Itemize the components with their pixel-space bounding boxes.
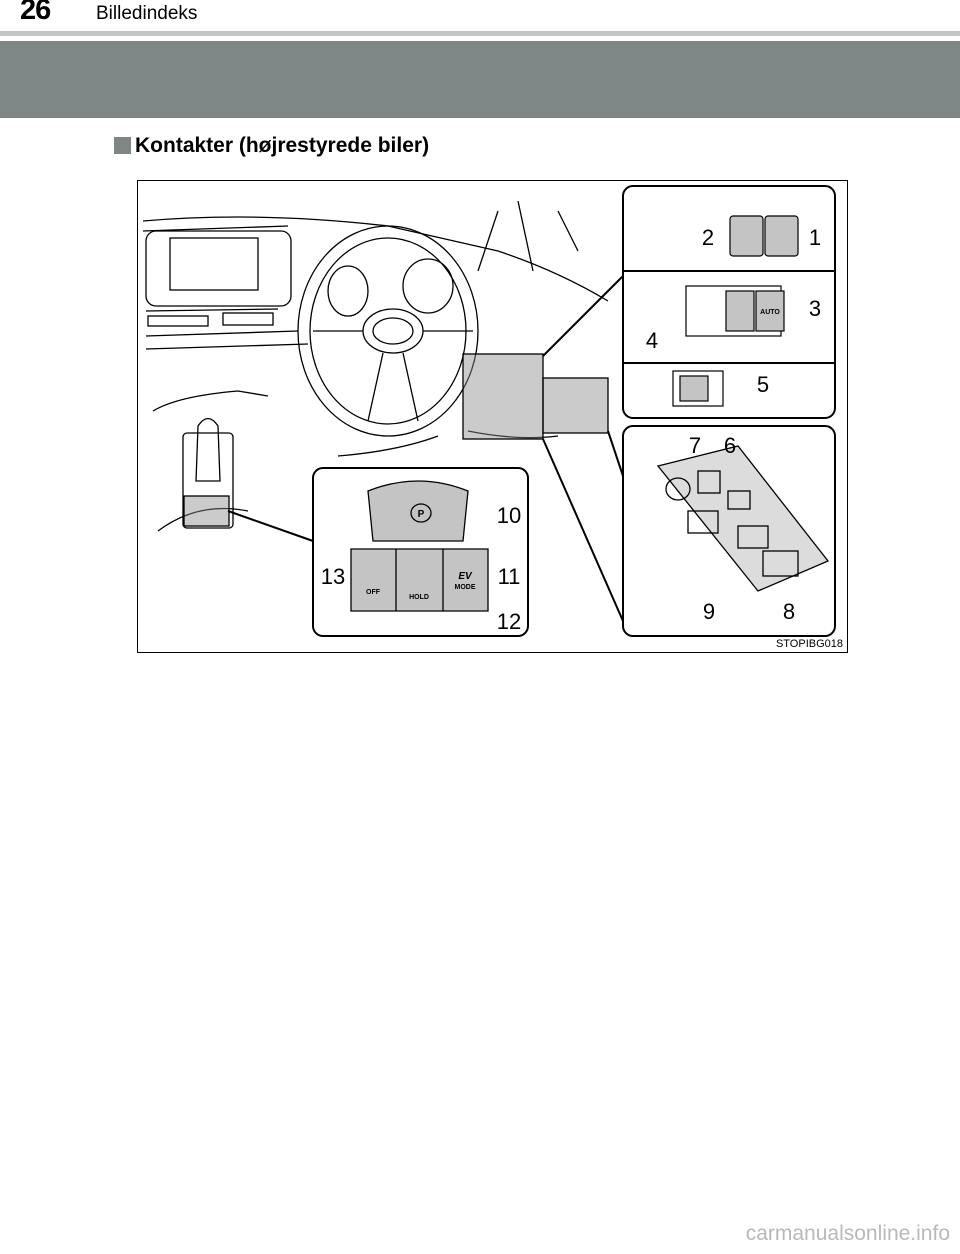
callout-6: 6	[724, 433, 736, 458]
callout-8: 8	[783, 599, 795, 624]
footer-watermark: carmanualsonline.info	[745, 1222, 950, 1245]
parking-brake-p-label: P	[418, 509, 425, 520]
header-rule	[0, 31, 960, 36]
auto-label: AUTO	[760, 309, 780, 316]
header-title: Billedindeks	[96, 3, 198, 24]
callout-13: 13	[321, 564, 345, 589]
callout-7: 7	[689, 433, 701, 458]
callout-11: 11	[498, 564, 521, 589]
header-band	[0, 41, 960, 118]
off-label: OFF	[366, 589, 381, 596]
mode-label: MODE	[455, 584, 476, 591]
section-bullet-icon	[114, 137, 131, 154]
callout-9: 9	[703, 599, 715, 624]
callout-12: 12	[497, 609, 521, 634]
switch-locations-figure: 1 2 3 4 5 6 7 8 9 10 11 12 13 OFF HOLD M…	[137, 180, 848, 653]
ev-label: EV	[458, 571, 473, 582]
callout-10: 10	[497, 503, 521, 528]
page-number: 26	[20, 0, 51, 26]
callout-5: 5	[757, 372, 769, 397]
callout-4: 4	[646, 328, 658, 353]
callout-1: 1	[809, 225, 821, 250]
dashboard-illustration	[142, 185, 836, 637]
callout-2: 2	[702, 225, 714, 250]
callout-layer: 1 2 3 4 5 6 7 8 9 10 11 12 13 OFF HOLD M…	[321, 225, 821, 634]
hold-label: HOLD	[409, 594, 429, 601]
section-title: Kontakter (højrestyrede biler)	[135, 134, 430, 157]
figure-code: STOPIBG018	[775, 638, 843, 650]
callout-3: 3	[809, 296, 821, 321]
